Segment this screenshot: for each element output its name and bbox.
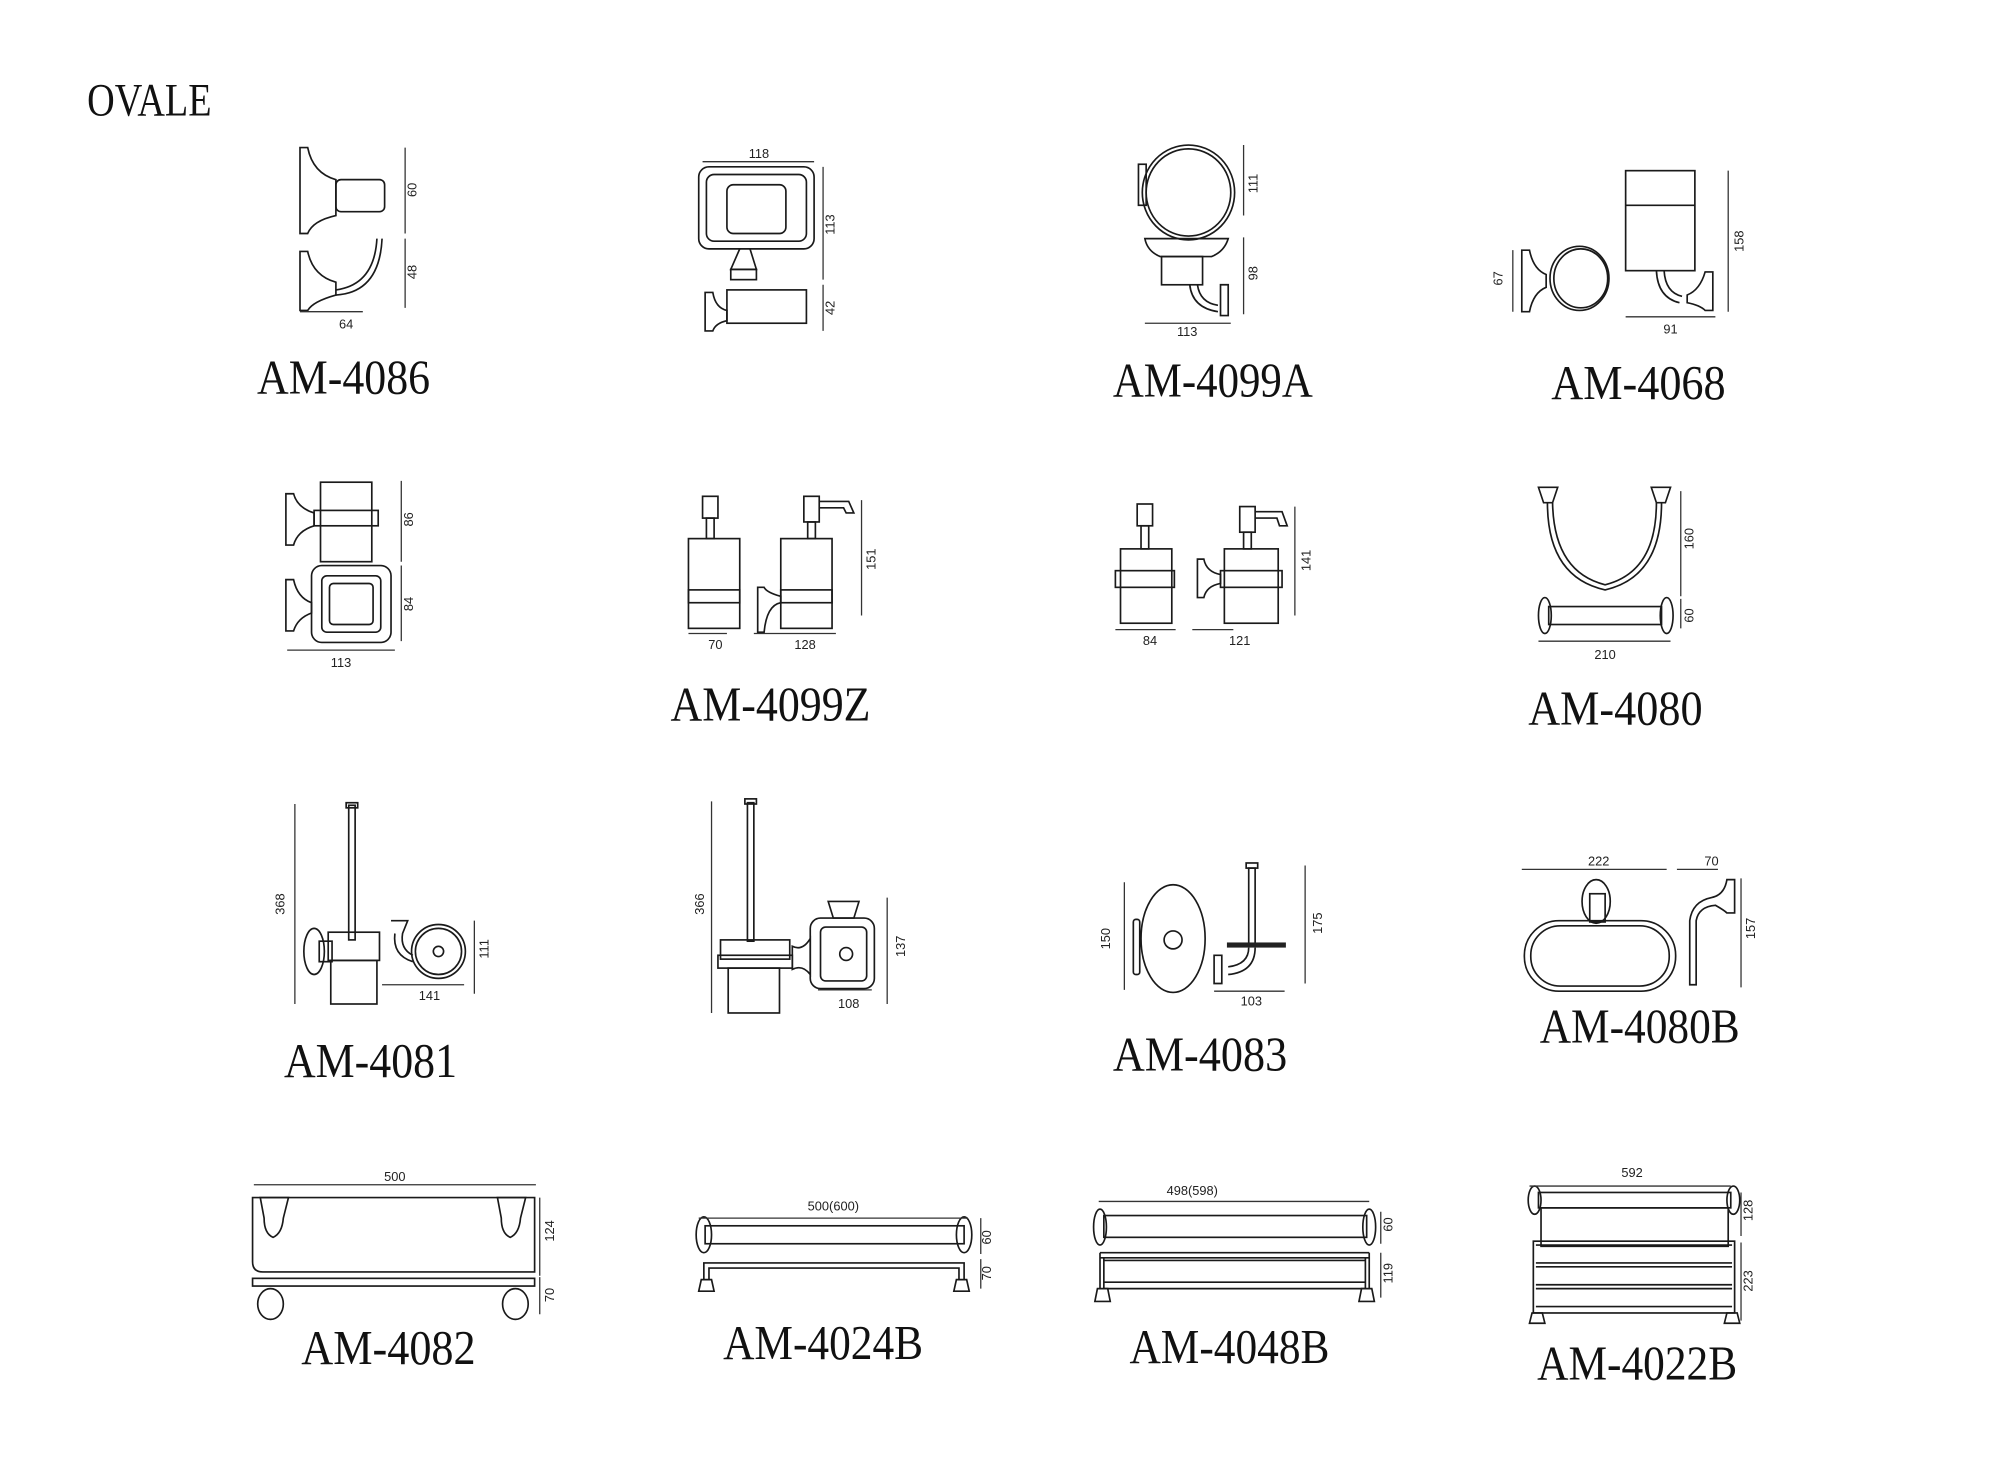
product-code: AM-4083 <box>1113 1028 1287 1082</box>
dimension-label: 210 <box>1594 647 1615 662</box>
product-code: AM-4099Z <box>671 678 871 732</box>
dimension-label: 70 <box>708 637 722 652</box>
dimension-label: 103 <box>1241 993 1262 1008</box>
product-am-4099z: 151 70 128 AM-4099Z <box>671 495 879 732</box>
product-am-4068: 67 158 91 AM-4068 <box>1491 169 1747 410</box>
dimension-label: 113 <box>823 214 838 234</box>
soap-dish-round-drawing <box>1137 144 1236 317</box>
product-code: AM-4024B <box>723 1316 923 1370</box>
dimension-label: 60 <box>405 183 420 197</box>
product-soap-dispenser-pair: 141 84 121 <box>1114 503 1313 648</box>
towel-bar-drawing <box>695 1215 973 1293</box>
dimension-label: 84 <box>1143 633 1157 648</box>
dimension-label: 150 <box>1098 928 1113 949</box>
product-am-4024b: 500(600) 60 70 AM-4024B <box>695 1198 994 1370</box>
product-code: AM-4048B <box>1129 1320 1329 1374</box>
dimension-label: 366 <box>692 893 707 914</box>
towel-ring-drawing <box>1537 486 1674 635</box>
product-code: AM-4080 <box>1528 682 1702 736</box>
product-code: AM-4086 <box>257 351 430 405</box>
dimension-label: 121 <box>1229 633 1250 648</box>
dimension-label: 498(598) <box>1167 1183 1218 1198</box>
dimension-label: 84 <box>401 597 416 611</box>
dimension-label: 67 <box>1491 271 1506 285</box>
dimension-label: 113 <box>331 655 351 670</box>
dimension-label: 64 <box>339 316 353 331</box>
product-am-4086: 60 48 64 AM-4086 <box>257 146 430 405</box>
dimension-label: 70 <box>1704 854 1718 869</box>
dimension-label: 137 <box>893 936 908 957</box>
dimension-label: 157 <box>1743 918 1758 939</box>
dimension-label: 160 <box>1682 528 1697 549</box>
product-am-4048b: 498(598) 60 119 AM-4048B <box>1092 1183 1395 1374</box>
dimension-label: 108 <box>838 996 859 1011</box>
product-tumbler-soap-holder: 86 84 113 <box>285 480 416 670</box>
product-code: AM-4080B <box>1540 999 1740 1053</box>
dimension-label: 118 <box>749 146 769 161</box>
dimension-label: 111 <box>476 939 491 958</box>
oval-towel-ring-drawing <box>1523 878 1736 993</box>
dimension-label: 124 <box>542 1220 557 1241</box>
dimension-label: 113 <box>1177 324 1197 339</box>
dimension-label: 98 <box>1246 266 1261 280</box>
dimension-label: 70 <box>542 1288 557 1302</box>
product-am-4083: 150 175 103 AM-4083 <box>1098 862 1325 1082</box>
soap-dish-drawing <box>697 165 815 332</box>
product-am-4022b: 592 128 223 AM-4022B <box>1527 1165 1756 1391</box>
dimension-label: 42 <box>823 301 838 315</box>
dimension-label: 128 <box>794 637 815 652</box>
dimension-label: 151 <box>864 548 879 569</box>
product-toilet-brush-square: 366 137 108 <box>692 798 908 1014</box>
product-code: AM-4068 <box>1551 356 1725 410</box>
tumbler-holder-drawing <box>1520 169 1714 313</box>
dimension-label: 223 <box>1741 1270 1756 1291</box>
soap-dispenser-drawing <box>687 495 856 634</box>
dimension-label: 500 <box>384 1169 405 1184</box>
dimension-label: 222 <box>1588 854 1609 869</box>
product-code: AM-4082 <box>301 1321 475 1375</box>
product-code: AM-4022B <box>1537 1337 1737 1391</box>
toilet-brush-drawing <box>303 801 467 1005</box>
tumbler-soap-drawing <box>285 481 392 644</box>
dimension-label: 368 <box>273 893 288 914</box>
product-am-4081: 368 111 141 AM-4081 <box>273 801 491 1088</box>
product-code: AM-4081 <box>284 1034 457 1088</box>
product-am-4082: 500 124 70 AM-4082 <box>251 1169 557 1375</box>
dimension-label: 500(600) <box>808 1198 859 1213</box>
paper-holder-drawing <box>1132 862 1286 994</box>
towel-shelf-drawing <box>1527 1185 1741 1325</box>
dimension-label: 60 <box>979 1230 994 1244</box>
dimension-label: 158 <box>1732 230 1747 251</box>
dimension-label: 141 <box>419 988 440 1003</box>
dimension-label: 175 <box>1310 913 1325 934</box>
dimension-label: 91 <box>1663 321 1677 336</box>
product-code: AM-4099A <box>1113 353 1313 407</box>
product-am-4099a: 111 98 113 AM-4099A <box>1113 144 1313 407</box>
dimension-label: 128 <box>1741 1200 1756 1221</box>
dimension-label: 111 <box>1246 174 1261 193</box>
dimension-label: 141 <box>1298 550 1313 571</box>
toilet-brush-square-drawing <box>717 798 876 1014</box>
dispenser-pair-drawing <box>1114 503 1289 625</box>
dimension-label: 60 <box>1682 608 1697 622</box>
product-am-4080: 160 60 210 AM-4080 <box>1528 486 1703 736</box>
dimension-label: 592 <box>1621 1165 1642 1180</box>
dimension-label: 70 <box>979 1266 994 1280</box>
product-soap-dish: 118 113 42 <box>697 146 838 332</box>
glass-shelf-drawing <box>251 1196 536 1321</box>
product-am-4080b: 222 70 157 AM-4080B <box>1521 854 1758 1053</box>
dimension-label: 86 <box>401 512 416 526</box>
dimension-label: 119 <box>1380 1263 1395 1283</box>
dimension-label: 48 <box>405 265 420 279</box>
catalog-title: OVALE <box>87 75 211 126</box>
robe-hook-drawing <box>299 146 386 312</box>
towel-rack-drawing <box>1092 1208 1377 1303</box>
dimension-label: 60 <box>1380 1217 1395 1231</box>
